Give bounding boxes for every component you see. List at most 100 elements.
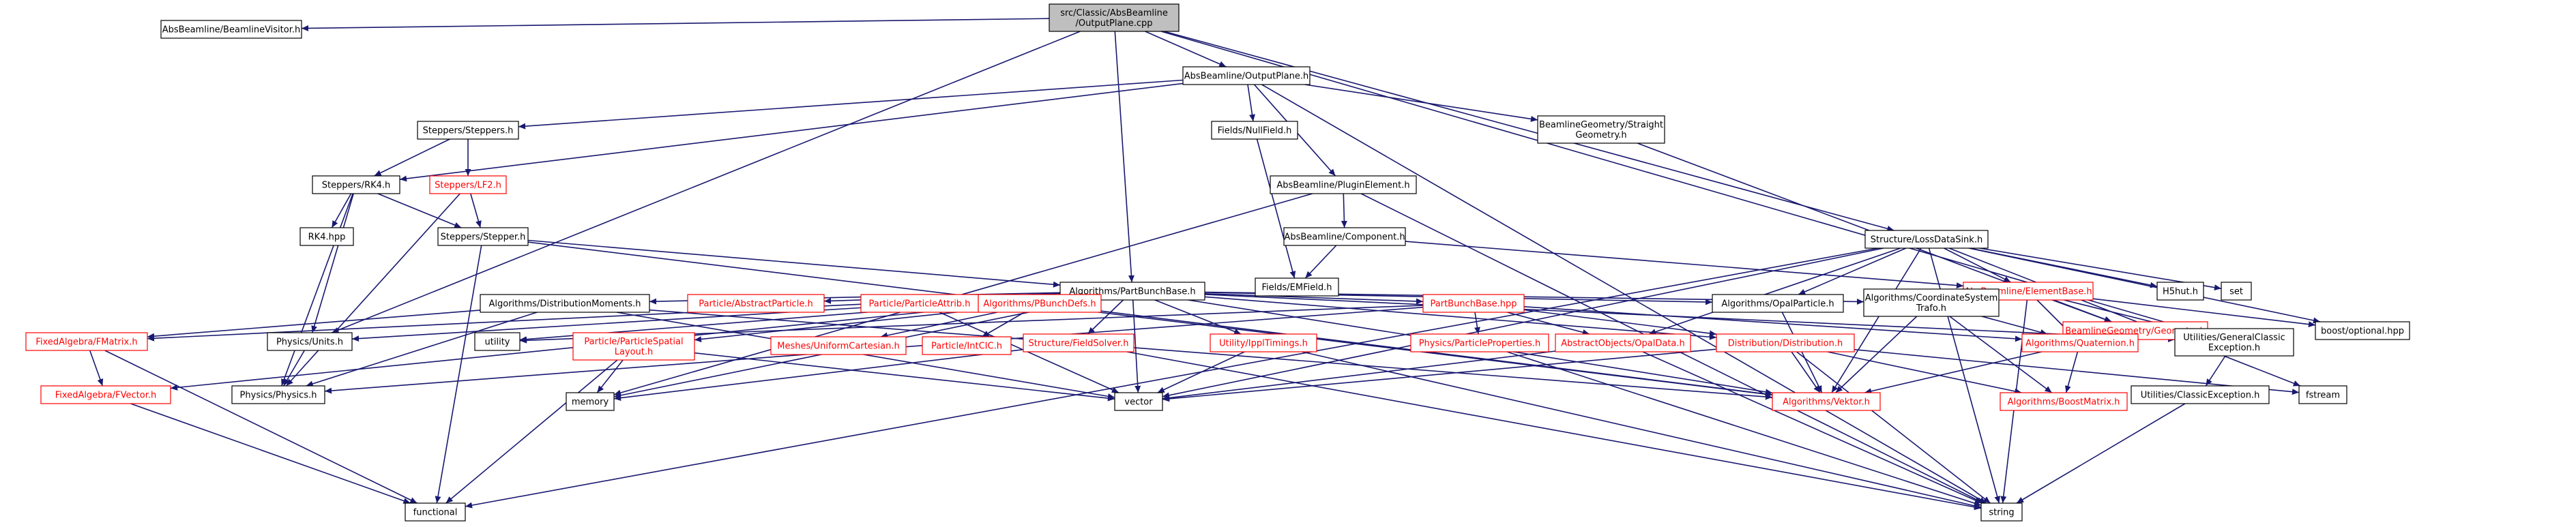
node-classicexception[interactable]: Utilities/ClassicException.h [2131,385,2270,404]
node-abstractparticle[interactable]: Particle/AbstractParticle.h [687,294,825,313]
node-label: Utilities/ClassicException.h [2141,391,2260,401]
edge-ippltimings-to-string [1302,351,1982,509]
node-functional[interactable]: functional [405,502,466,522]
node-label: utility [485,337,510,348]
node-label: Steppers/RK4.h [322,181,391,191]
node-opaldata[interactable]: AbstractObjects/OpalData.h [1555,333,1691,352]
node-rk4_hpp[interactable]: RK4.hpp [299,227,354,246]
edge-rk4_h-to-physunits [311,193,354,333]
node-fvector[interactable]: FixedAlgebra/FVector.h [40,385,171,404]
node-intcic[interactable]: Particle/IntCIC.h [922,336,1012,355]
node-box [1712,294,1844,313]
node-label: Algorithms/DistributionMoments.h [489,299,641,310]
node-physunits[interactable]: Physics/Units.h [267,332,353,351]
node-label: Particle/ParticleSpatial [584,337,683,347]
node-set[interactable]: set [2221,282,2252,301]
edge-lossdatasink-to-elementbase [1944,247,2011,283]
edge-nullfield-to-emfield [1256,138,1296,279]
edge-outputplane_h-to-rk4_h [399,82,1184,182]
node-distribution[interactable]: Distribution/Distribution.h [1716,333,1855,352]
node-label: Algorithms/CoordinateSystem [1865,293,1998,303]
graph-nodes: src/Classic/AbsBeamline/OutputPlane.cppA… [25,3,2410,522]
node-vector[interactable]: vector [1114,392,1163,411]
node-label: Fields/EMField.h [1262,283,1332,293]
node-label: functional [413,508,458,518]
node-steppers_h[interactable]: Steppers/Steppers.h [417,121,519,140]
node-label: H5hut.h [2163,287,2198,297]
node-physphysics[interactable]: Physics/Physics.h [231,385,325,404]
node-fstream[interactable]: fstream [2298,385,2347,404]
node-box [1410,333,1549,352]
node-vektor[interactable]: Algorithms/Vektor.h [1772,392,1881,411]
edge-opalparticle-to-vektor [1781,312,1823,393]
node-label: AbsBeamline/PluginElement.h [1276,181,1409,191]
node-rk4_h[interactable]: Steppers/RK4.h [312,175,400,194]
node-box [2156,282,2204,301]
edge-lf2_h-to-physphysics [286,193,460,387]
node-emfield[interactable]: Fields/EMField.h [1255,277,1339,297]
node-string[interactable]: string [1980,502,2023,522]
node-ippltimings[interactable]: Utility/IpplTimings.h [1210,333,1317,352]
node-fieldsolver[interactable]: Structure/FieldSolver.h [1023,333,1135,352]
node-label: Algorithms/Vektor.h [1783,397,1870,408]
node-lossdatasink[interactable]: Structure/LossDataSink.h [1864,230,1989,249]
node-memory[interactable]: memory [566,392,615,411]
node-distmoments[interactable]: Algorithms/DistributionMoments.h [480,294,650,313]
node-component[interactable]: AbsBeamline/Component.h [1283,227,1406,246]
node-boostoptional[interactable]: boost/optional.hpp [2315,321,2410,340]
node-pluginelement[interactable]: AbsBeamline/PluginElement.h [1270,175,1417,194]
node-boostmatrix[interactable]: Algorithms/BoostMatrix.h [2000,392,2128,411]
node-label: FixedAlgebra/FVector.h [55,391,156,401]
edge-component-to-emfield [1304,245,1337,279]
edge-distribution-to-fstream [1854,348,2300,395]
edge-root-to-beamlinevisitor [301,18,1050,31]
node-box [160,20,302,39]
node-beamlinevisitor[interactable]: AbsBeamline/BeamlineVisitor.h [160,20,302,39]
node-label: Exception.h [2208,343,2260,353]
node-box [1114,392,1163,411]
node-pbunchdefs[interactable]: Algorithms/PBunchDefs.h [978,294,1102,313]
node-box [572,332,695,361]
node-box [2221,282,2252,301]
edge-distribution-to-vektor [1791,351,1821,393]
edge-pluginelement-to-component [1341,193,1347,228]
edge-coordsystrafo-to-vektor [1835,316,1918,393]
edge-physunits-to-physphysics [283,350,305,387]
node-box [1772,392,1881,411]
node-label: Trafo.h [1916,303,1946,314]
node-label: src/Classic/AbsBeamline [1060,8,1168,18]
edge-stepper_h-to-functional [435,245,482,504]
node-label: FixedAlgebra/FMatrix.h [35,337,137,348]
node-nullfield[interactable]: Fields/NullField.h [1211,121,1298,140]
edge-fmatrix-to-functional [104,350,418,504]
node-physprops[interactable]: Physics/ParticleProperties.h [1410,333,1549,352]
edge-partbunchbase_h-to-partbunchbase_hpp [1204,293,1424,305]
edge-partbunchbase_h-to-distribution [1204,296,1717,340]
node-fmatrix[interactable]: FixedAlgebra/FMatrix.h [25,332,148,351]
node-quaternion[interactable]: Algorithms/Quaternion.h [2021,333,2139,352]
node-label: vector [1124,397,1153,408]
node-stepper_h[interactable]: Steppers/Stepper.h [437,227,529,246]
edge-fieldsolver-to-memory [613,348,1024,402]
node-h5hut[interactable]: H5hut.h [2156,282,2204,301]
node-lf2_h[interactable]: Steppers/LF2.h [429,175,507,194]
node-uniformcartesian[interactable]: Meshes/UniformCartesian.h [770,336,907,355]
node-box [1182,66,1311,85]
node-box [2000,392,2128,411]
edge-fmatrix-to-fvector [89,350,104,387]
node-box [1270,175,1417,194]
node-opalparticle[interactable]: Algorithms/OpalParticle.h [1712,294,1844,313]
node-outputplane_h[interactable]: AbsBeamline/OutputPlane.h [1182,66,1311,85]
edge-rk4_h-to-stepper_h [377,193,462,228]
node-label: Structure/LossDataSink.h [1871,235,1982,245]
edge-coordsystrafo-to-quaternion [1981,316,2048,335]
edge-generalclassic-to-classicexception [2205,355,2226,387]
edge-spatiallayout-to-functional [445,359,618,504]
node-utility[interactable]: utility [474,332,521,351]
node-partbunchbase_hpp[interactable]: PartBunchBase.hpp [1422,294,1525,313]
node-particleattrib[interactable]: Particle/ParticleAttrib.h [860,294,979,313]
